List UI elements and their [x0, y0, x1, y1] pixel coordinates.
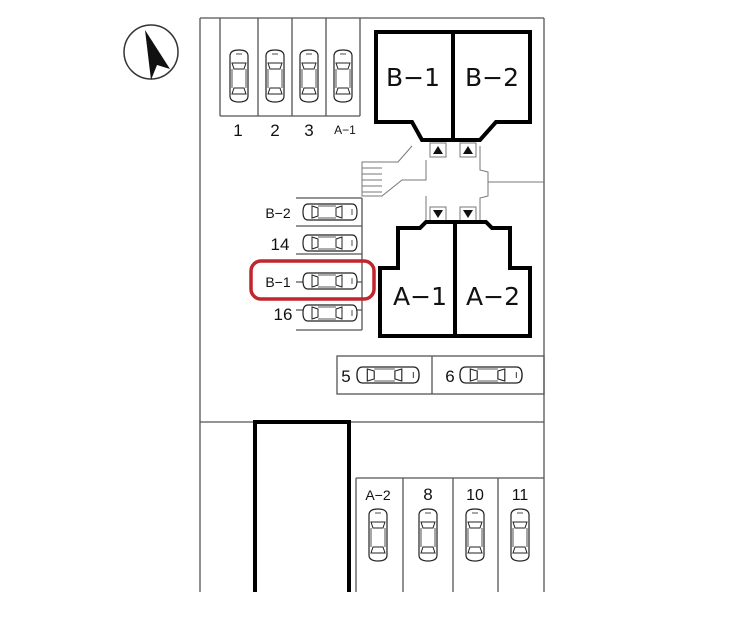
parking-block-top [219, 18, 361, 117]
central-corridor [361, 145, 544, 220]
space-label: A−1 [334, 123, 356, 137]
highlight-marker [249, 259, 376, 301]
space-label: 14 [271, 235, 290, 254]
parking-space-16[interactable] [302, 304, 358, 322]
parking-space-1[interactable] [229, 49, 249, 103]
unit-label-b1: B−1 [386, 63, 440, 92]
parking-space-b1[interactable] [302, 272, 358, 290]
space-label: B−1 [265, 274, 291, 290]
parking-space-b2[interactable] [302, 203, 358, 221]
entrance-arrow-icon [429, 142, 477, 222]
parking-space-6[interactable] [459, 366, 523, 384]
space-label: 5 [341, 367, 350, 386]
space-label: 6 [445, 367, 454, 386]
space-label: B−2 [265, 205, 291, 221]
space-label: 10 [466, 487, 484, 504]
parking-space-3[interactable] [299, 49, 319, 103]
unit-label-a1: A−1 [393, 282, 447, 311]
adjacent-building [253, 420, 351, 592]
north-arrow-icon [123, 24, 179, 80]
parking-space-10[interactable] [465, 508, 485, 562]
space-label: 3 [304, 121, 313, 140]
parking-space-a2[interactable] [368, 508, 388, 562]
unit-label-a2: A−2 [466, 282, 520, 311]
space-label: 1 [233, 121, 242, 140]
parking-space-a1[interactable] [333, 49, 353, 103]
parking-space-8[interactable] [418, 508, 438, 562]
space-label: 2 [270, 121, 279, 140]
unit-label-b2: B−2 [465, 63, 519, 92]
parking-block-bottom [355, 477, 544, 592]
space-label: A−2 [365, 487, 391, 503]
building-b [374, 30, 532, 142]
building-a [378, 220, 532, 338]
parking-space-11[interactable] [510, 508, 530, 562]
parking-space-5[interactable] [356, 366, 420, 384]
space-label: 16 [274, 305, 293, 324]
parking-space-2[interactable] [265, 49, 285, 103]
space-label: 11 [512, 487, 529, 504]
parking-block-middle [336, 355, 545, 395]
parking-space-14[interactable] [302, 234, 358, 252]
space-label: 8 [423, 485, 432, 504]
